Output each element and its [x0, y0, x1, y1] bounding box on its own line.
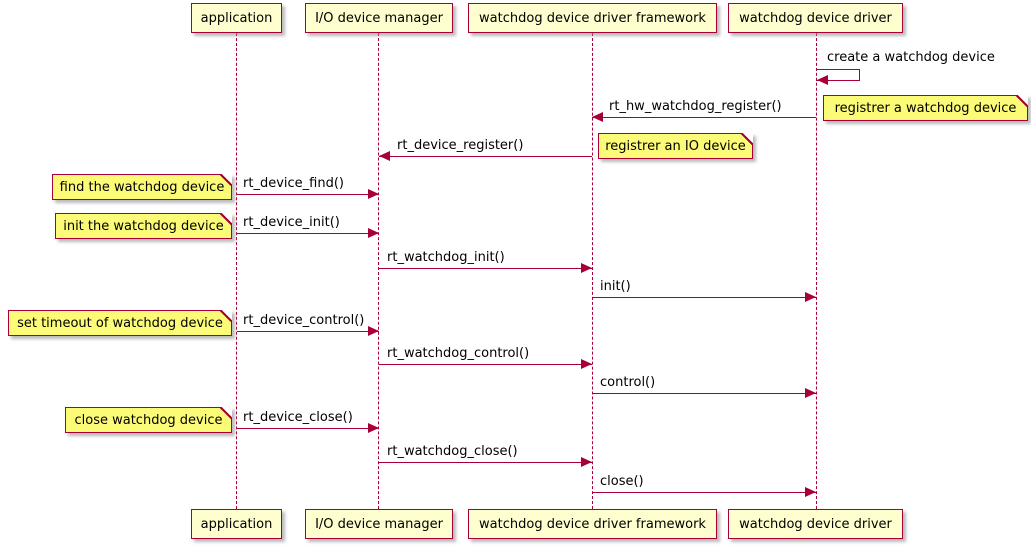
- message-line: [237, 194, 379, 195]
- lifeline-io-device-manager: [378, 33, 379, 509]
- message-line: [592, 117, 816, 118]
- message-line: [379, 462, 592, 463]
- arrowhead-right-icon: [368, 326, 379, 336]
- arrowhead-left-icon: [592, 112, 603, 122]
- message-label-rt-device-control: rt_device_control(): [243, 313, 365, 328]
- arrowhead-right-icon: [368, 189, 379, 199]
- note-text: registrer an IO device: [605, 138, 746, 154]
- lifeline-watchdog-framework: [592, 33, 593, 509]
- message-label-control: control(): [600, 375, 656, 390]
- participant-bottom-io-device-manager: I/O device manager: [305, 509, 453, 539]
- note-fold-icon: [220, 310, 232, 322]
- message-line: [592, 393, 816, 394]
- message-label-rt-device-find: rt_device_find(): [243, 176, 344, 191]
- lifeline-watchdog-driver: [816, 33, 817, 509]
- participant-top-watchdog-framework: watchdog device driver framework: [468, 3, 717, 33]
- message-label-close: close(): [600, 474, 644, 489]
- participant-top-watchdog-driver: watchdog device driver: [728, 3, 903, 33]
- message-line: [379, 156, 592, 157]
- arrowhead-right-icon: [805, 292, 816, 302]
- note-fold-icon: [741, 133, 753, 145]
- message-label-rt-device-register: rt_device_register(): [397, 138, 524, 153]
- arrowhead-right-icon: [368, 423, 379, 433]
- note-text: init the watchdog device: [63, 218, 224, 234]
- note-fold-icon: [1016, 95, 1028, 107]
- message-line: [592, 297, 816, 298]
- note-fold-icon: [220, 407, 232, 419]
- arrowhead-right-icon: [581, 263, 592, 273]
- participant-bottom-watchdog-framework: watchdog device driver framework: [468, 509, 717, 539]
- message-label-rt-watchdog-control: rt_watchdog_control(): [387, 346, 530, 361]
- lifeline-application: [236, 33, 237, 509]
- self-message-loop: [816, 69, 860, 81]
- note-text: find the watchdog device: [59, 179, 225, 195]
- arrowhead-right-icon: [805, 388, 816, 398]
- message-label-rt-device-close: rt_device_close(): [243, 410, 353, 425]
- message-line: [237, 331, 379, 332]
- arrowhead-right-icon: [805, 487, 816, 497]
- note-close-watchdog-device: close watchdog device: [65, 407, 232, 433]
- note-text: registrer a watchdog device: [834, 100, 1017, 116]
- message-line: [592, 492, 816, 493]
- message-label-rt-device-init: rt_device_init(): [243, 215, 340, 230]
- message-label-rt-hw-watchdog-register: rt_hw_watchdog_register(): [609, 99, 782, 114]
- message-line: [379, 268, 592, 269]
- participant-top-io-device-manager: I/O device manager: [305, 3, 453, 33]
- note-register-io-device: registrer an IO device: [598, 133, 753, 159]
- message-label-init: init(): [600, 279, 631, 294]
- note-fold-icon: [220, 213, 232, 225]
- message-label-create-watchdog-device: create a watchdog device: [827, 50, 995, 65]
- arrowhead-right-icon: [368, 228, 379, 238]
- message-line: [237, 233, 379, 234]
- participant-bottom-watchdog-driver: watchdog device driver: [728, 509, 903, 539]
- note-fold-icon: [220, 174, 232, 186]
- participant-bottom-application: application: [191, 509, 282, 539]
- arrowhead-left-icon: [379, 151, 390, 161]
- message-label-rt-watchdog-init: rt_watchdog_init(): [387, 250, 505, 265]
- message-line: [237, 428, 379, 429]
- note-set-timeout-watchdog-device: set timeout of watchdog device: [8, 310, 232, 336]
- message-label-rt-watchdog-close: rt_watchdog_close(): [387, 444, 518, 459]
- message-line: [379, 364, 592, 365]
- note-register-watchdog-device: registrer a watchdog device: [823, 95, 1028, 121]
- arrowhead-right-icon: [581, 457, 592, 467]
- arrowhead-left-icon: [817, 75, 828, 85]
- arrowhead-right-icon: [581, 359, 592, 369]
- note-find-watchdog-device: find the watchdog device: [52, 174, 232, 200]
- note-text: set timeout of watchdog device: [17, 315, 223, 331]
- note-init-watchdog-device: init the watchdog device: [55, 213, 232, 239]
- note-text: close watchdog device: [74, 412, 223, 428]
- participant-top-application: application: [191, 3, 282, 33]
